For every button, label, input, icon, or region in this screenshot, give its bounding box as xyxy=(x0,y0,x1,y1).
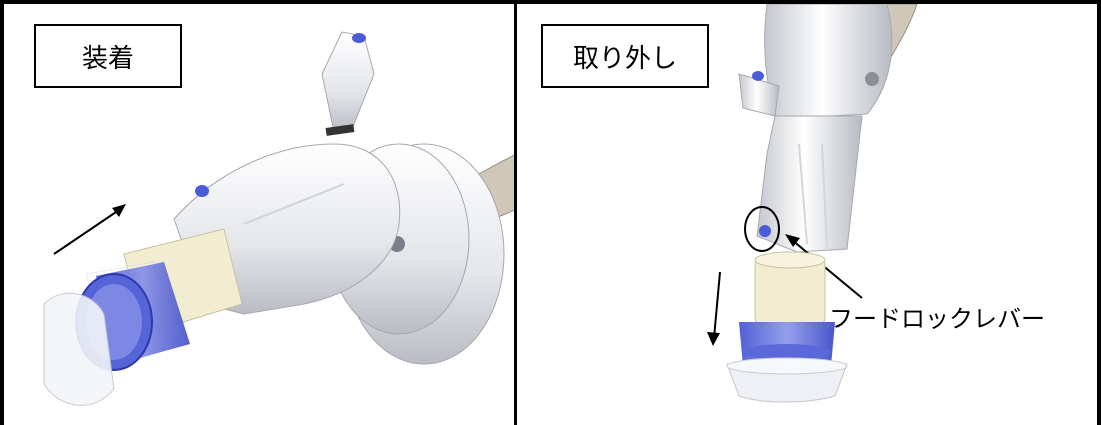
attach-panel: 装着 xyxy=(0,0,517,425)
remove-illustration xyxy=(707,4,918,403)
attach-label: 装着 xyxy=(34,24,182,88)
attach-illustration xyxy=(43,31,514,406)
hood-lock-lever-callout: フードロックレバー xyxy=(829,305,1045,333)
remove-panel: 取り外し フードロックレバー xyxy=(517,0,1101,425)
remove-label: 取り外し xyxy=(541,24,709,88)
